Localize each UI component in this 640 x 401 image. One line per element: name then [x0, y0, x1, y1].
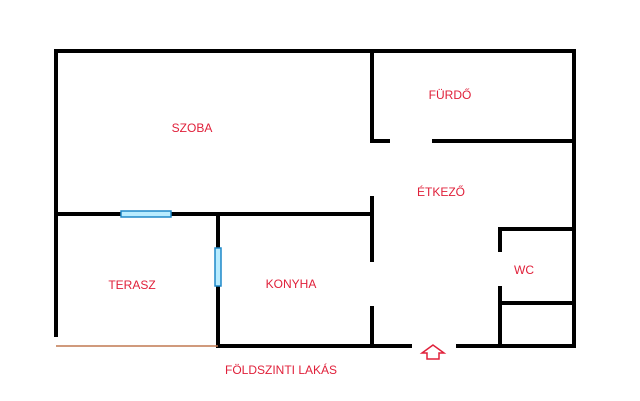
window-terasz-konyha	[214, 247, 222, 287]
room-label-szoba: SZOBA	[172, 121, 213, 135]
room-label-wc: WC	[514, 263, 534, 277]
room-label-terasz: TERASZ	[108, 278, 155, 292]
walls	[54, 49, 576, 348]
arrow-up-icon	[419, 344, 447, 360]
room-label-konyha: KONYHA	[266, 277, 317, 291]
room-label-etkezo: ÉTKEZŐ	[417, 184, 465, 199]
window-szoba-terasz	[120, 210, 172, 218]
room-labels: SZOBA FÜRDŐ ÉTKEZŐ WC TERASZ KONYHA FÖLD…	[108, 87, 534, 377]
plan-caption: FÖLDSZINTI LAKÁS	[225, 362, 337, 377]
room-label-furdo: FÜRDŐ	[429, 87, 472, 102]
